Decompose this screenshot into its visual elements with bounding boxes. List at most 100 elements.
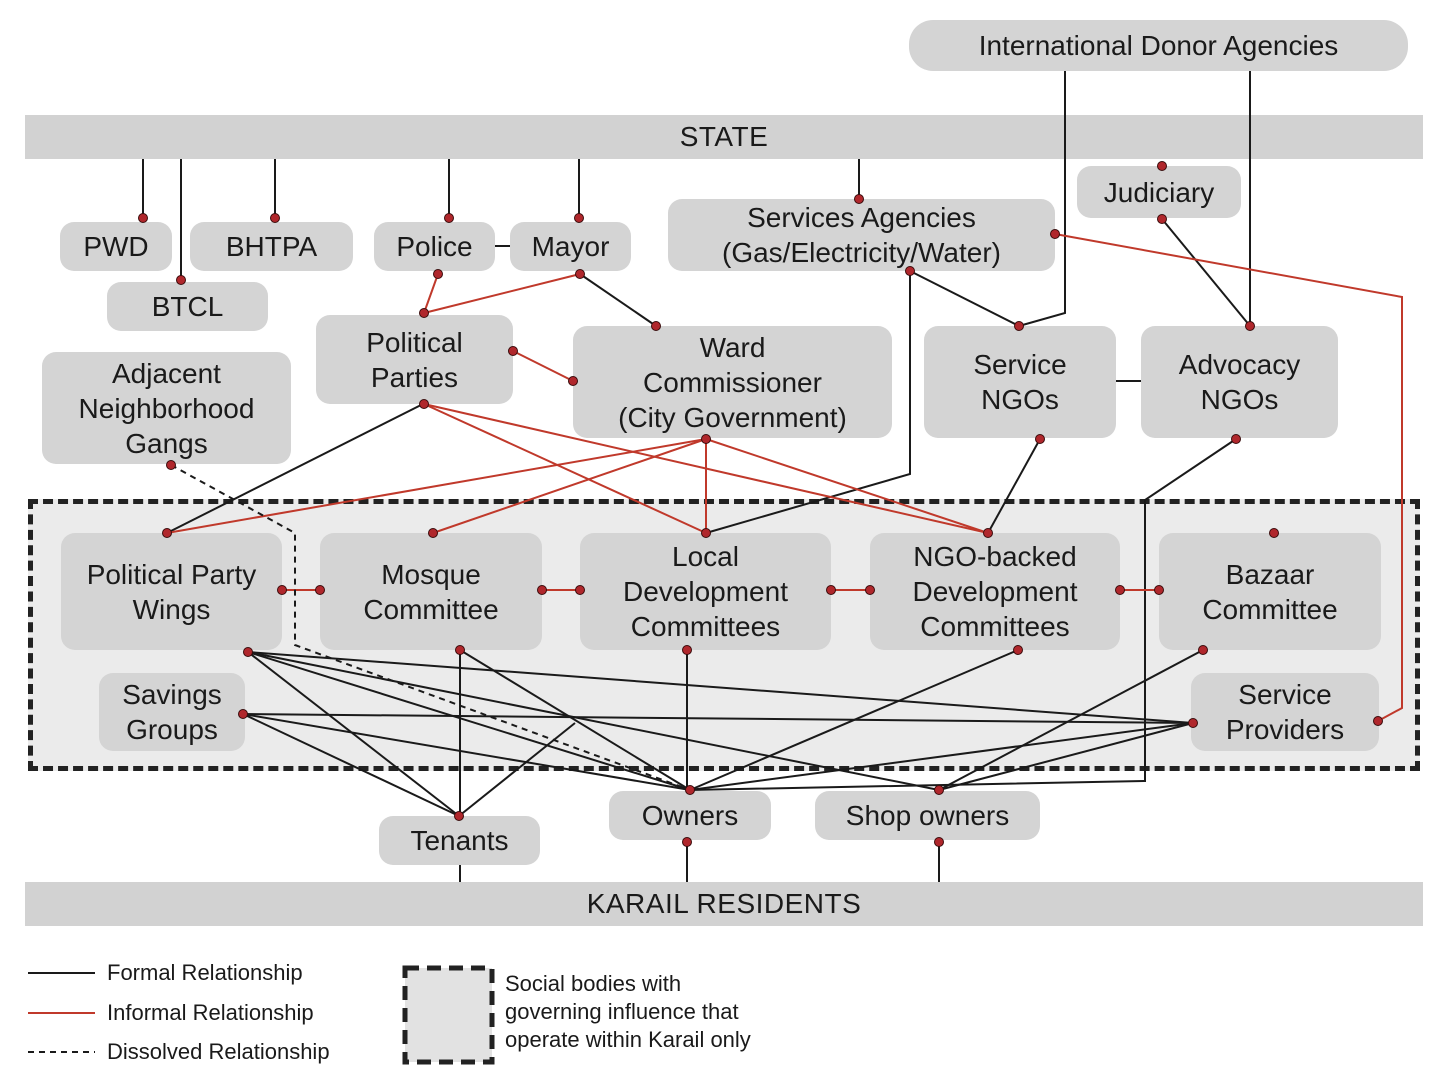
endpoint-dot — [575, 269, 585, 279]
informal-line — [1054, 233, 1403, 722]
dissolved-line — [170, 464, 691, 791]
node-mayor: Mayor — [510, 222, 631, 271]
formal-line — [166, 403, 424, 534]
endpoint-dot — [934, 837, 944, 847]
node-political-party-wings: Political Party Wings — [61, 533, 282, 650]
node-bazaar-committee: Bazaar Committee — [1159, 533, 1381, 650]
endpoint-dot — [1269, 528, 1279, 538]
endpoint-dot — [176, 275, 186, 285]
endpoint-dot — [1188, 718, 1198, 728]
informal-line — [423, 273, 581, 314]
endpoint-dot — [138, 213, 148, 223]
formal-lines — [142, 71, 1251, 882]
node-shop-owners: Shop owners — [815, 791, 1040, 840]
informal-line — [705, 438, 989, 534]
node-savings-groups: Savings Groups — [99, 673, 245, 751]
endpoint-dot — [537, 585, 547, 595]
formal-line — [689, 722, 1194, 791]
endpoint-dot — [1035, 434, 1045, 444]
endpoint-dot — [934, 785, 944, 795]
formal-line — [459, 649, 691, 791]
informal-line — [432, 438, 707, 534]
formal-line — [242, 713, 691, 791]
endpoint-dot — [508, 346, 518, 356]
node-service-providers: Service Providers — [1191, 673, 1379, 751]
legend-formal-label: Formal Relationship — [107, 960, 303, 985]
formal-line — [247, 651, 460, 817]
endpoint-dot — [238, 709, 248, 719]
informal-line — [423, 403, 989, 534]
endpoint-dot — [575, 585, 585, 595]
formal-line — [938, 649, 1204, 791]
formal-line — [247, 651, 940, 791]
endpoint-dot — [444, 213, 454, 223]
endpoint-dot — [1231, 434, 1241, 444]
informal-line — [166, 438, 707, 534]
node-tenants: Tenants — [379, 816, 540, 865]
node-bhtpa: BHTPA — [190, 222, 353, 271]
endpoint-dot — [1050, 229, 1060, 239]
endpoint-dot — [277, 585, 287, 595]
endpoint-dot — [854, 194, 864, 204]
endpoint-dot — [1373, 716, 1383, 726]
endpoint-dot — [651, 321, 661, 331]
endpoint-dot — [419, 399, 429, 409]
endpoint-dot — [243, 647, 253, 657]
endpoint-dot — [1115, 585, 1125, 595]
endpoint-dot — [905, 266, 915, 276]
formal-line — [579, 273, 657, 327]
formal-line — [1018, 71, 1066, 327]
informal-line — [423, 403, 707, 534]
formal-line — [689, 649, 1019, 791]
informal-line — [423, 273, 439, 314]
endpoint-dot — [685, 785, 695, 795]
informal-line — [512, 350, 574, 382]
formal-line — [987, 438, 1041, 534]
node-judiciary: Judiciary — [1077, 166, 1241, 218]
endpoint-dot — [865, 585, 875, 595]
formal-line — [458, 722, 576, 817]
node-btcl: BTCL — [107, 282, 268, 331]
legend-informal-label: Informal Relationship — [107, 1000, 314, 1025]
endpoint-dot — [454, 811, 464, 821]
state-band-label: STATE — [679, 121, 769, 152]
endpoint-dot — [419, 308, 429, 318]
endpoint-dot — [315, 585, 325, 595]
node-political-parties: Political Parties — [316, 315, 513, 404]
legend-karail-box — [402, 965, 495, 1065]
endpoint-dot — [162, 528, 172, 538]
endpoint-dot — [166, 460, 176, 470]
endpoint-dot — [433, 269, 443, 279]
formal-line — [247, 651, 1194, 724]
formal-line — [909, 270, 1020, 327]
endpoint-dot — [682, 645, 692, 655]
endpoint-dots — [138, 161, 1383, 847]
endpoint-dot — [826, 585, 836, 595]
endpoint-dot — [428, 528, 438, 538]
node-owners: Owners — [609, 791, 771, 840]
endpoint-dot — [1245, 321, 1255, 331]
endpoint-dot — [568, 376, 578, 386]
formal-line — [689, 438, 1237, 791]
state-band: STATE — [25, 115, 1423, 159]
node-advocacy-ngos: Advocacy NGOs — [1141, 326, 1338, 438]
informal-lines — [166, 233, 1403, 722]
node-services-agencies: Services Agencies (Gas/Electricity/Water… — [668, 199, 1055, 271]
node-pwd: PWD — [60, 222, 172, 271]
node-ngo-backed-development-committees: NGO-backed Development Committees — [870, 533, 1120, 650]
formal-line — [242, 713, 460, 817]
endpoint-dot — [1013, 645, 1023, 655]
endpoint-dot — [682, 837, 692, 847]
endpoint-dot — [574, 213, 584, 223]
node-service-ngos: Service NGOs — [924, 326, 1116, 438]
endpoint-dot — [455, 645, 465, 655]
formal-line — [1161, 218, 1251, 327]
formal-line — [247, 651, 691, 791]
endpoint-dot — [701, 434, 711, 444]
endpoint-dot — [1198, 645, 1208, 655]
formal-line — [242, 713, 1194, 724]
endpoint-dot — [1157, 161, 1167, 171]
residents-band-label: KARAIL RESIDENTS — [586, 888, 862, 919]
endpoint-dot — [1014, 321, 1024, 331]
